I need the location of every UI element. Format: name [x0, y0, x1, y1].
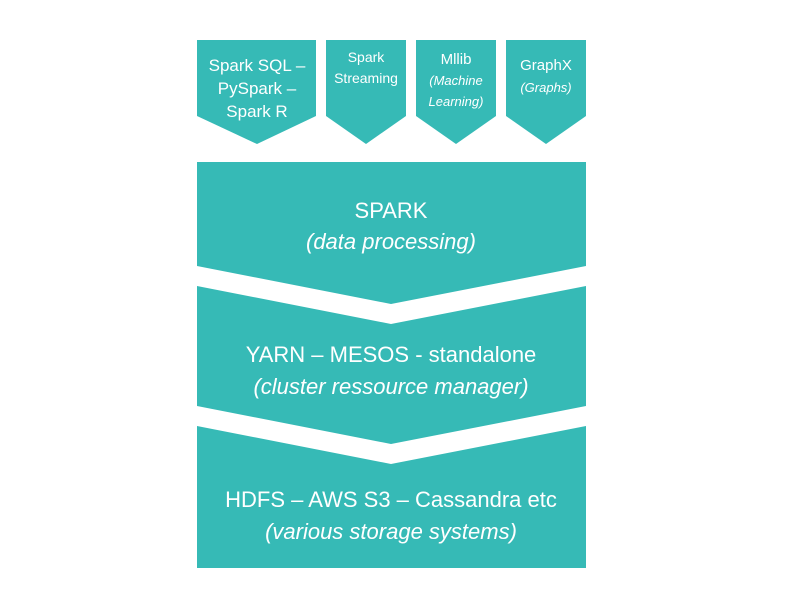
module-spark-sql: Spark SQL – PySpark – Spark R	[197, 40, 316, 144]
layer-cluster-manager-subtitle: (cluster ressource manager)	[253, 374, 528, 399]
module-mllib-shape	[416, 40, 496, 144]
layer-spark-shape	[197, 162, 586, 304]
module-graphx-line-1: GraphX	[520, 57, 572, 74]
module-spark-streaming-line-2: Streaming	[334, 70, 398, 86]
module-mllib: Mllib (Machine Learning)	[416, 40, 496, 144]
module-spark-sql-shape	[197, 40, 316, 144]
layer-spark-title: SPARK	[355, 198, 428, 223]
layer-cluster-manager-shape	[197, 286, 586, 444]
module-spark-sql-line-1: Spark SQL –	[209, 56, 306, 75]
module-graphx: GraphX (Graphs)	[506, 40, 586, 144]
module-spark-streaming: Spark Streaming	[326, 40, 406, 144]
module-mllib-line-1: Mllib	[441, 51, 472, 68]
layer-storage-shape	[197, 426, 586, 568]
module-spark-streaming-shape	[326, 40, 406, 144]
module-mllib-line-2: (Machine	[429, 73, 482, 88]
layer-storage-subtitle: (various storage systems)	[265, 519, 517, 544]
module-graphx-line-2: (Graphs)	[520, 80, 571, 95]
layer-storage: HDFS – AWS S3 – Cassandra etc (various s…	[197, 426, 586, 568]
module-mllib-line-3: Learning)	[429, 94, 484, 109]
layer-cluster-manager-title: YARN – MESOS - standalone	[246, 342, 537, 367]
layer-spark: SPARK (data processing)	[197, 162, 586, 304]
layer-storage-title: HDFS – AWS S3 – Cassandra etc	[225, 487, 557, 512]
layer-cluster-manager: YARN – MESOS - standalone (cluster resso…	[197, 286, 586, 444]
module-spark-sql-line-2: PySpark –	[218, 79, 297, 98]
module-graphx-shape	[506, 40, 586, 144]
layer-spark-subtitle: (data processing)	[306, 229, 476, 254]
module-spark-sql-line-3: Spark R	[226, 102, 287, 121]
module-spark-streaming-line-1: Spark	[348, 49, 386, 65]
